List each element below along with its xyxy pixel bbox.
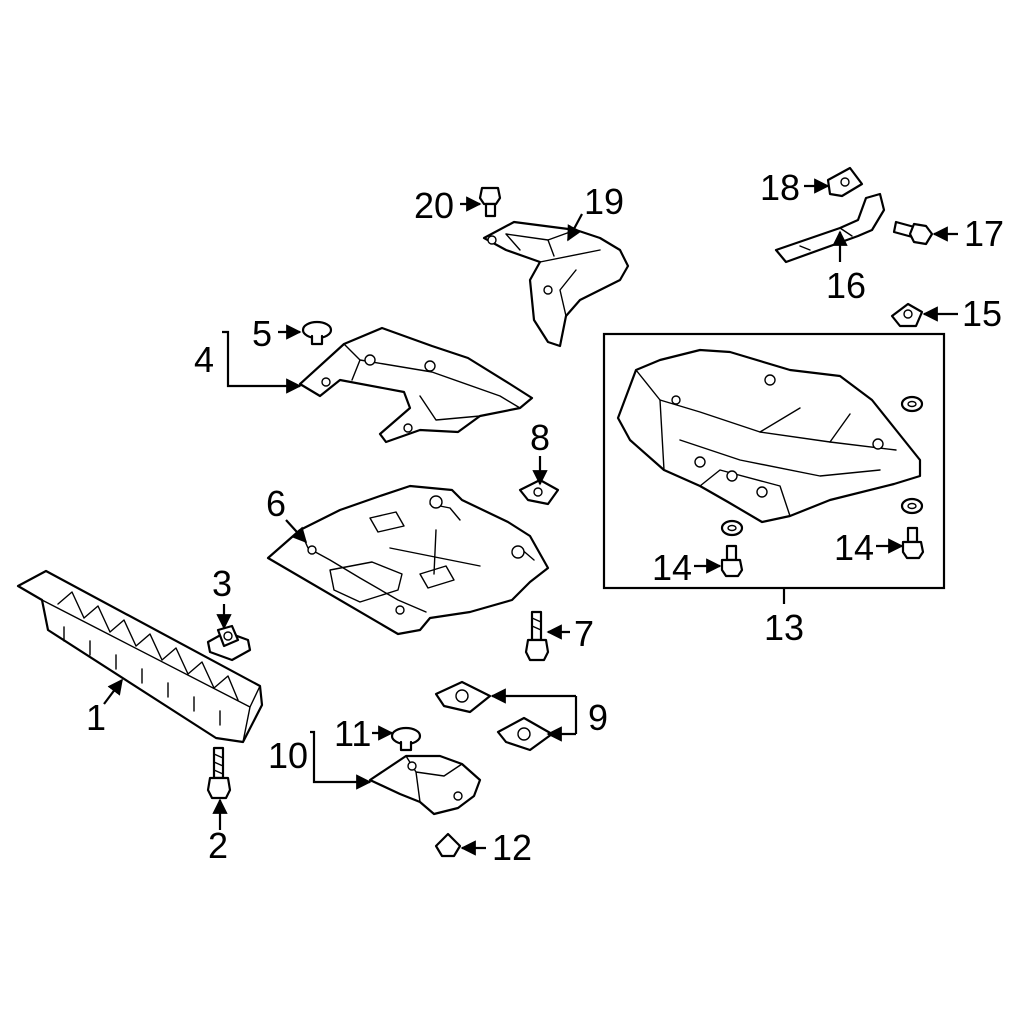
part-17-bolt bbox=[892, 220, 934, 246]
part-4-splash-shield bbox=[298, 326, 534, 444]
part-13-washer-right-top bbox=[900, 395, 924, 413]
callout-6: 6 bbox=[266, 483, 286, 524]
callout-numbers: 1 2 3 4 5 6 7 8 9 10 11 12 13 14 14 15 1… bbox=[86, 167, 1004, 868]
callout-11: 11 bbox=[334, 713, 371, 754]
callout-4: 4 bbox=[194, 339, 214, 380]
callout-19: 19 bbox=[584, 181, 624, 222]
callout-20: 20 bbox=[414, 185, 454, 226]
callout-5: 5 bbox=[252, 313, 272, 354]
callout-7: 7 bbox=[574, 613, 594, 654]
part-13-washer-left bbox=[720, 519, 744, 537]
part-18-nut-clip bbox=[826, 166, 864, 198]
part-14-bolt-left bbox=[720, 544, 744, 578]
callout-10: 10 bbox=[268, 735, 308, 776]
part-12-clip bbox=[434, 832, 462, 858]
leader-10 bbox=[310, 730, 372, 790]
callout-15: 15 bbox=[962, 293, 1002, 334]
part-13-engine-undercover bbox=[616, 348, 922, 524]
part-11-push-pin bbox=[390, 726, 422, 752]
part-15-clip bbox=[890, 302, 924, 328]
callout-13: 13 bbox=[764, 607, 804, 648]
callout-16: 16 bbox=[826, 265, 866, 306]
callout-17: 17 bbox=[964, 213, 1004, 254]
leader-4 bbox=[222, 330, 302, 394]
part-6-center-undercover bbox=[266, 484, 550, 636]
callout-1: 1 bbox=[86, 697, 106, 738]
part-19-bracket bbox=[482, 220, 630, 348]
callout-3: 3 bbox=[212, 563, 232, 604]
part-2-bolt bbox=[206, 746, 232, 800]
callout-2: 2 bbox=[208, 825, 228, 866]
leader-6 bbox=[285, 519, 308, 544]
leader-lines bbox=[103, 178, 958, 856]
part-9-retainer-lower bbox=[496, 716, 554, 752]
part-13-washer-right-bottom bbox=[900, 497, 924, 515]
part-14-bolt-right bbox=[901, 526, 925, 560]
part-9-retainer-upper bbox=[434, 680, 492, 714]
callout-9: 9 bbox=[588, 697, 608, 738]
part-5-push-pin bbox=[301, 320, 333, 346]
leader-1 bbox=[103, 678, 123, 705]
part-13-group-box bbox=[602, 332, 946, 590]
callout-14-right: 14 bbox=[834, 527, 874, 568]
leader-19 bbox=[567, 213, 583, 242]
part-1-bumper-reinforcement bbox=[16, 569, 264, 744]
callout-18: 18 bbox=[760, 167, 800, 208]
part-7-bolt bbox=[524, 610, 550, 662]
part-20-bolt bbox=[478, 186, 502, 218]
part-3-nut-clip bbox=[206, 624, 252, 662]
part-10-small-shield bbox=[368, 754, 482, 816]
callout-8: 8 bbox=[530, 417, 550, 458]
callout-14-left: 14 bbox=[652, 547, 692, 588]
callout-12: 12 bbox=[492, 827, 532, 868]
